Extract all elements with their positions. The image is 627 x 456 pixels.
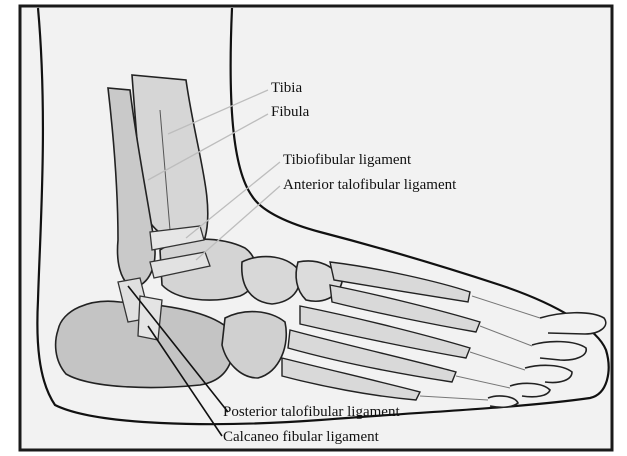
label-tibia: Tibia	[271, 80, 302, 96]
label-anterior-talofibular-ligament: Anterior talofibular ligament	[283, 177, 457, 193]
label-posterior-talofibular-ligament: Posterior talofibular ligament	[223, 404, 400, 420]
label-tibiofibular-ligament: Tibiofibular ligament	[283, 152, 412, 168]
label-fibula: Fibula	[271, 104, 310, 120]
label-calcaneo-fibular-ligament: Calcaneo fibular ligament	[223, 429, 380, 445]
